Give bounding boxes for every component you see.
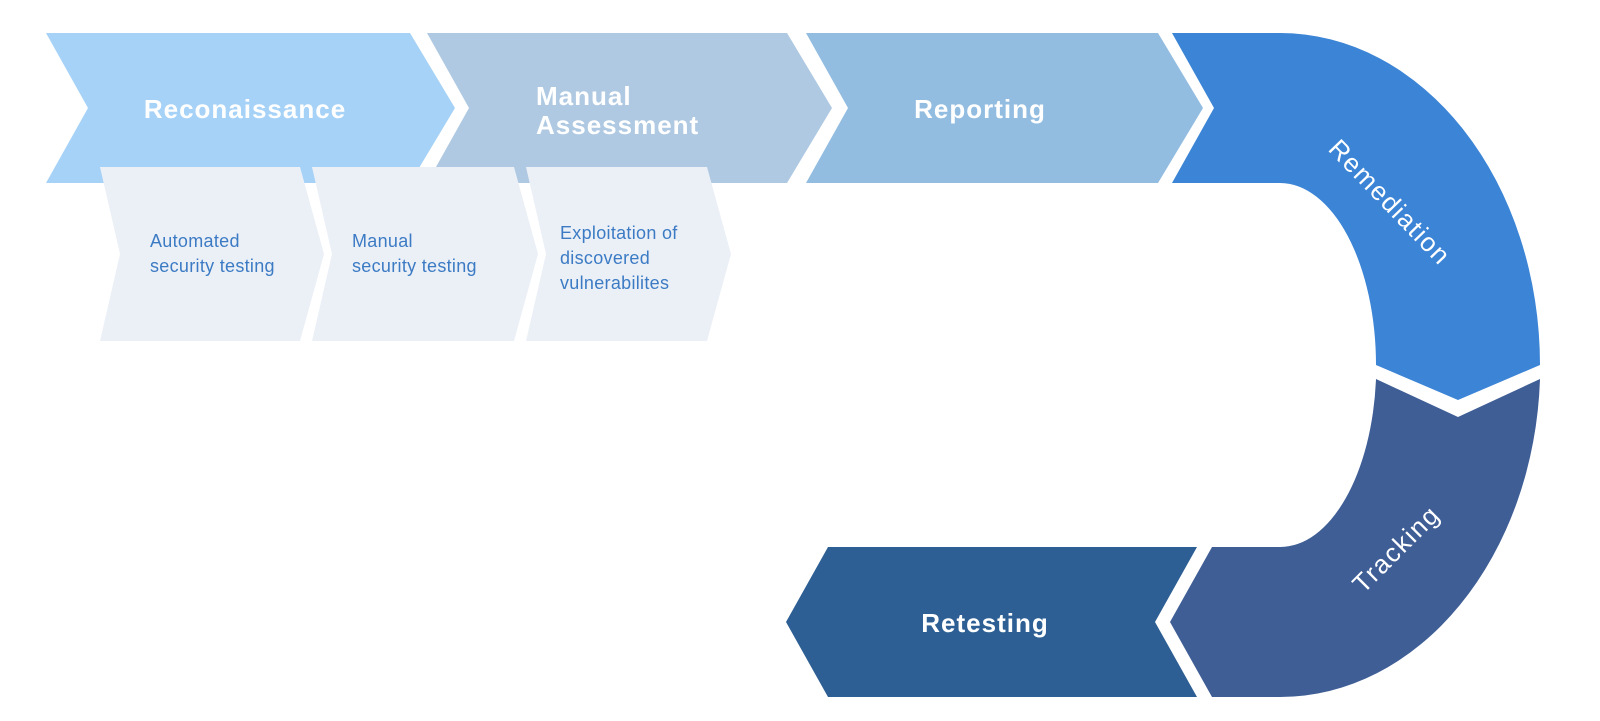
chevron-manual-assessment [427,33,832,183]
label-line: discovered [560,248,650,268]
subchevron-exploitation-label: Exploitation of discovered vulnerabilite… [560,223,683,293]
subchevron-manual-testing [312,167,538,341]
subchevron-manual-testing-label: Manual security testing [352,231,477,276]
label-line: Manual [536,81,632,111]
label-line: security testing [352,256,477,276]
label-line: Manual [352,231,413,251]
chevron-reporting-label: Reporting [914,94,1046,124]
chevron-retesting-label: Retesting [921,608,1048,638]
chevron-manual-assessment-label: Manual Assessment [536,81,699,140]
subchevron-automated-testing-label: Automated security testing [150,231,275,276]
chevron-reconaissance-label: Reconaissance [144,94,346,124]
label-line: vulnerabilites [560,273,669,293]
arc-remediation [1172,33,1540,400]
arc-tracking [1170,379,1540,698]
label-line: Exploitation of [560,223,678,243]
chevron-reconaissance [46,33,455,183]
subchevron-exploitation [526,167,731,341]
label-line: Automated [150,231,240,251]
subchevron-automated-testing [100,167,324,341]
chevron-reporting [806,33,1203,183]
label-line: security testing [150,256,275,276]
label-line: Assessment [536,110,699,140]
chevron-retesting [786,547,1197,697]
